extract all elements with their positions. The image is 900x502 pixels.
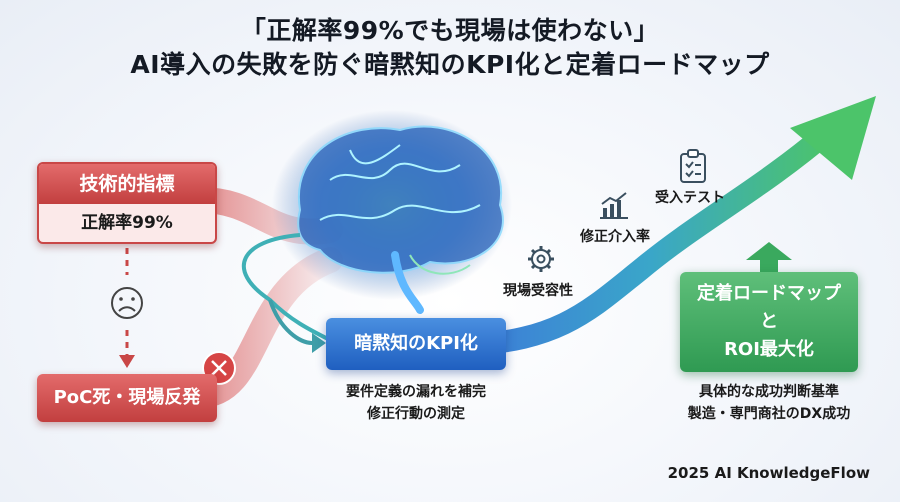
technical-indicator-box: 技術的指標 正解率99% bbox=[37, 162, 217, 244]
teal-arrow bbox=[268, 299, 313, 345]
title-line-2: AI導入の失敗を防ぐ暗黙知のKPI化と定着ロードマップ bbox=[130, 50, 770, 79]
green-up-arrow-shaft bbox=[760, 258, 778, 274]
technical-indicator-header: 技術的指標 bbox=[39, 164, 215, 204]
roadmap-line-2: と bbox=[760, 311, 778, 332]
kpi-desc-line-2: 修正行動の測定 bbox=[367, 406, 465, 422]
roadmap-desc-line-1: 具体的な成功判断基準 bbox=[699, 384, 839, 400]
red-flow-lower bbox=[187, 247, 343, 408]
bar-chart-icon bbox=[600, 192, 628, 219]
teal-arrowhead bbox=[312, 333, 326, 353]
milestone-label-acceptance: 現場受容性 bbox=[503, 283, 573, 299]
gear-icon bbox=[528, 246, 554, 272]
copyright-text: 2025 AI KnowledgeFlow bbox=[667, 464, 870, 482]
failure-box: PoC死・現場反発 bbox=[37, 374, 217, 422]
title-line-1: 「正解率99%でも現場は使わない」 bbox=[240, 16, 660, 45]
technical-indicator-value: 正解率99% bbox=[81, 213, 173, 233]
kpi-desc-line-1: 要件定義の漏れを補完 bbox=[346, 384, 486, 400]
roadmap-line-3: ROI最大化 bbox=[724, 339, 814, 360]
kpi-box: 暗黙知のKPI化 bbox=[326, 318, 506, 370]
kpi-description: 要件定義の漏れを補完 修正行動の測定 bbox=[316, 381, 516, 425]
milestone-label-correction-rate: 修正介入率 bbox=[580, 229, 650, 245]
roadmap-box: 定着ロードマップ と ROI最大化 bbox=[680, 272, 858, 372]
page-title: 「正解率99%でも現場は使わない」 AI導入の失敗を防ぐ暗黙知のKPI化と定着ロ… bbox=[0, 14, 900, 82]
green-up-arrow-head bbox=[746, 242, 792, 260]
roadmap-line-1: 定着ロードマップ bbox=[697, 283, 841, 304]
roadmap-description: 具体的な成功判断基準 製造・専門商社のDX成功 bbox=[660, 381, 878, 425]
clipboard-check-icon bbox=[680, 149, 706, 183]
brain-illustration bbox=[241, 110, 512, 342]
main-ribbon bbox=[459, 119, 841, 356]
roadmap-desc-line-2: 製造・専門商社のDX成功 bbox=[687, 406, 851, 422]
sad-face-icon bbox=[111, 287, 143, 319]
ribbon-arrowhead bbox=[790, 96, 876, 180]
milestone-label-acceptance-test: 受入テスト bbox=[655, 190, 725, 206]
